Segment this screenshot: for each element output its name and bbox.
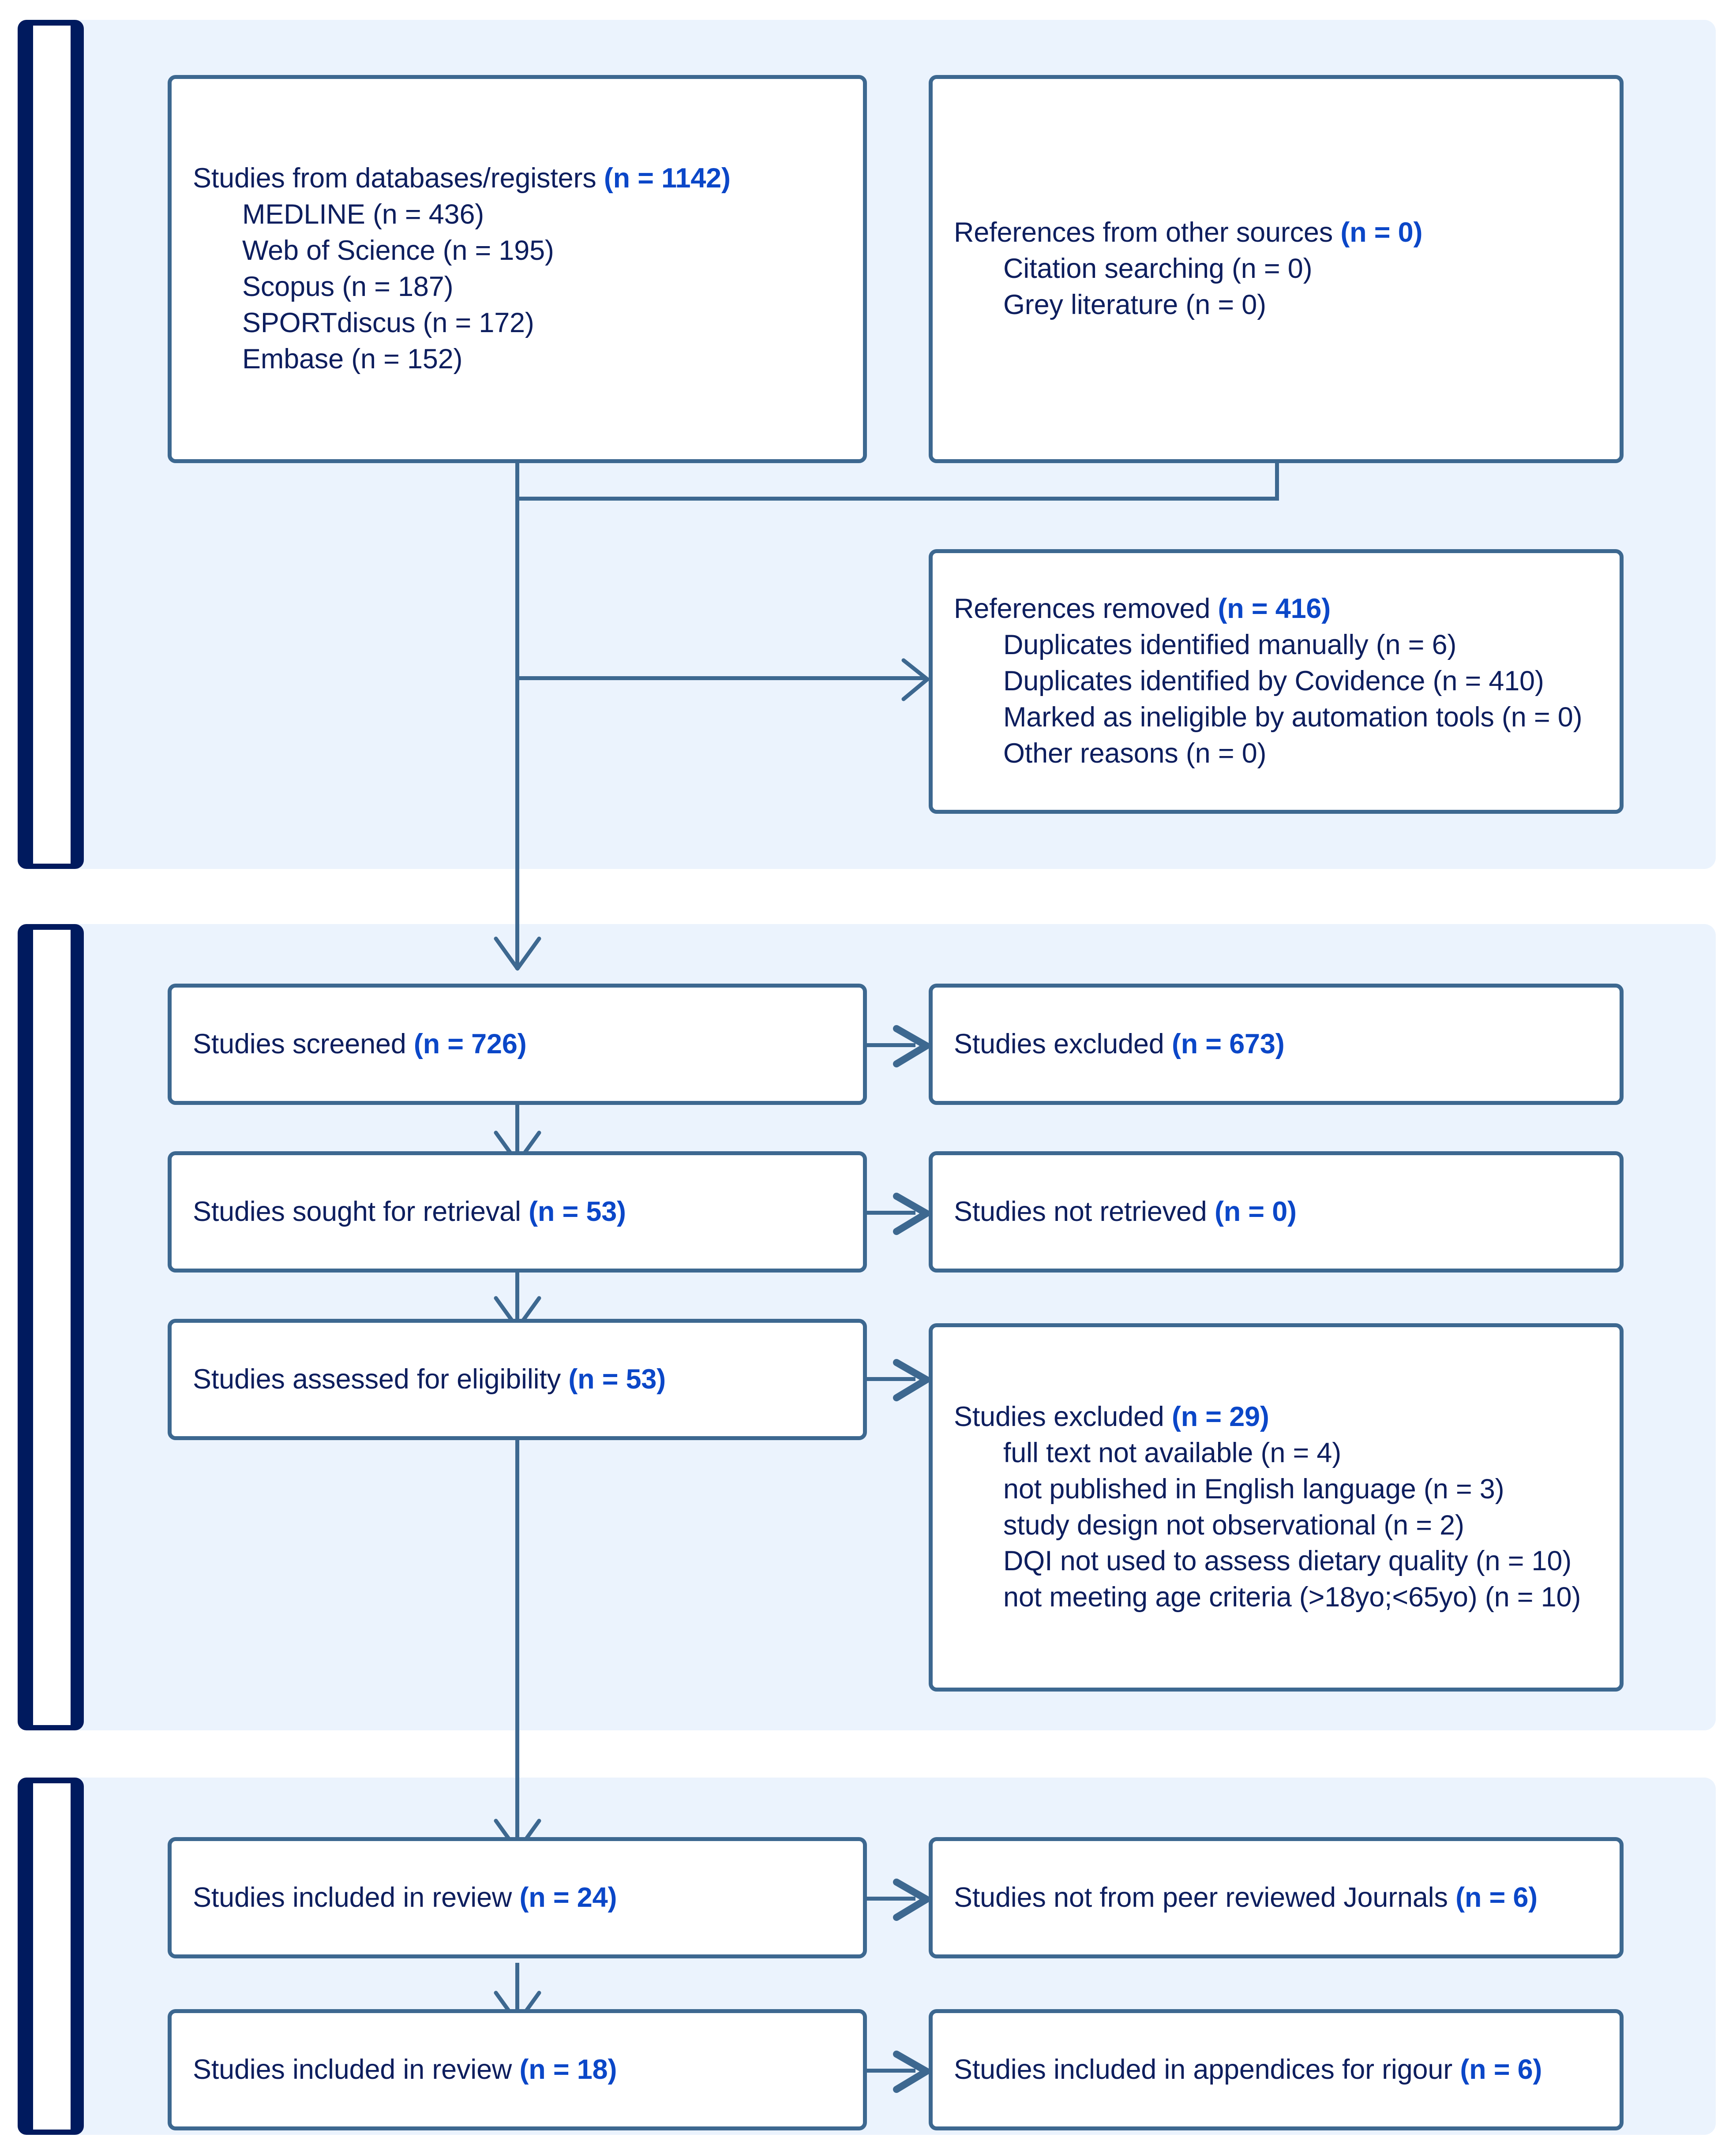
box-studies-excluded-screening[interactable]: Studies excluded (n = 673) xyxy=(929,984,1624,1105)
box-other-sources-count: (n = 0) xyxy=(1340,217,1423,248)
box-studies-excluded-screening-text: Studies excluded (n = 673) xyxy=(933,1026,1620,1063)
box-assessed-for-eligibility-count: (n = 53) xyxy=(568,1363,666,1395)
box-studies-excluded-eligibility-header: Studies excluded xyxy=(954,1401,1172,1432)
list-item: full text not available (n = 4) xyxy=(1003,1437,1341,1468)
box-included-appendices[interactable]: Studies included in appendices for rigou… xyxy=(929,2009,1624,2130)
list-item: Grey literature (n = 0) xyxy=(1003,289,1266,320)
box-studies-not-retrieved-count: (n = 0) xyxy=(1214,1196,1297,1227)
box-studies-excluded-screening-header: Studies excluded xyxy=(954,1028,1172,1059)
sidebar-screening xyxy=(18,924,84,1730)
sidebar-included xyxy=(18,1778,84,2135)
box-included-in-review-24-header: Studies included in review xyxy=(193,1882,520,1913)
box-included-in-review-24-text: Studies included in review (n = 24) xyxy=(172,1880,863,1916)
arrowhead-not-peer-reviewed xyxy=(893,1879,930,1921)
box-included-in-review-24[interactable]: Studies included in review (n = 24) xyxy=(168,1837,867,1958)
arrowhead-studies-excluded-full xyxy=(893,1359,930,1401)
connector-other-sources-down xyxy=(1275,462,1279,500)
list-item: Web of Science (n = 195) xyxy=(242,235,554,266)
box-studies-screened-text: Studies screened (n = 726) xyxy=(172,1026,863,1063)
connector-sought-to-assessed xyxy=(515,1270,519,1323)
box-studies-excluded-eligibility[interactable]: Studies excluded (n = 29) full text not … xyxy=(929,1323,1624,1692)
list-item: SPORTdiscus (n = 172) xyxy=(242,307,534,338)
list-item: MEDLINE (n = 436) xyxy=(242,199,484,230)
list-item: Other reasons (n = 0) xyxy=(1003,737,1267,769)
box-studies-not-retrieved-text: Studies not retrieved (n = 0) xyxy=(933,1194,1620,1230)
box-studies-not-retrieved-header: Studies not retrieved xyxy=(954,1196,1215,1227)
sidebar-included-label xyxy=(33,1783,71,2130)
box-databases-registers-count: (n = 1142) xyxy=(604,163,731,194)
arrowhead-studies-excluded-screen xyxy=(893,1025,930,1067)
box-included-in-review-18[interactable]: Studies included in review (n = 18) xyxy=(168,2009,867,2130)
list-item: not meeting age criteria (>18yo;<65yo) (… xyxy=(1003,1582,1581,1613)
box-included-in-review-18-text: Studies included in review (n = 18) xyxy=(172,2052,863,2088)
box-included-in-review-18-header: Studies included in review xyxy=(193,2054,520,2085)
list-item: Duplicates identified manually (n = 6) xyxy=(1003,629,1457,661)
box-included-in-review-18-count: (n = 18) xyxy=(519,2054,617,2085)
arrowhead-included-appendices xyxy=(893,2051,930,2093)
box-sought-for-retrieval[interactable]: Studies sought for retrieval (n = 53) xyxy=(168,1151,867,1273)
box-databases-registers[interactable]: Studies from databases/registers (n = 11… xyxy=(168,75,867,463)
connector-assessed-to-excludedfull xyxy=(867,1377,915,1381)
connector-screened-to-sought xyxy=(515,1105,519,1158)
list-item: Embase (n = 152) xyxy=(242,343,463,374)
box-studies-screened-header: Studies screened xyxy=(193,1028,414,1059)
box-assessed-for-eligibility[interactable]: Studies assessed for eligibility (n = 53… xyxy=(168,1319,867,1440)
arrowhead-references-removed xyxy=(901,658,930,701)
connector-screened-to-excluded xyxy=(867,1043,915,1047)
box-studies-excluded-eligibility-count: (n = 29) xyxy=(1171,1401,1269,1432)
box-not-peer-reviewed-text: Studies not from peer reviewed Journals … xyxy=(933,1880,1620,1916)
box-sought-for-retrieval-header: Studies sought for retrieval xyxy=(193,1196,529,1227)
sidebar-screening-label xyxy=(33,930,71,1725)
box-included-appendices-header: Studies included in appendices for rigou… xyxy=(954,2054,1460,2085)
list-item: not published in English language (n = 3… xyxy=(1003,1473,1504,1505)
arrowhead-studies-screened xyxy=(494,936,541,971)
box-references-removed[interactable]: References removed (n = 416) Duplicates … xyxy=(929,549,1624,814)
box-references-removed-count: (n = 416) xyxy=(1218,593,1331,625)
box-not-peer-reviewed[interactable]: Studies not from peer reviewed Journals … xyxy=(929,1837,1624,1958)
connector-included18-to-appendices xyxy=(867,2069,915,2073)
box-included-in-review-24-count: (n = 24) xyxy=(519,1882,617,1913)
connector-databases-down xyxy=(515,462,519,500)
box-studies-excluded-eligibility-text: Studies excluded (n = 29) full text not … xyxy=(933,1399,1602,1616)
list-item: Scopus (n = 187) xyxy=(242,271,454,302)
box-references-removed-text: References removed (n = 416) Duplicates … xyxy=(933,591,1603,771)
box-other-sources-header: References from other sources xyxy=(954,217,1341,248)
box-assessed-for-eligibility-header: Studies assessed for eligibility xyxy=(193,1363,569,1395)
connector-main-trunk xyxy=(515,497,519,969)
box-included-appendices-count: (n = 6) xyxy=(1460,2054,1542,2085)
box-not-peer-reviewed-header: Studies not from peer reviewed Journals xyxy=(954,1882,1456,1913)
box-studies-not-retrieved[interactable]: Studies not retrieved (n = 0) xyxy=(929,1151,1624,1273)
list-item: Duplicates identified by Covidence (n = … xyxy=(1003,666,1544,697)
arrowhead-studies-not-retrieved xyxy=(893,1193,930,1235)
box-references-removed-header: References removed xyxy=(954,593,1218,625)
box-databases-registers-header: Studies from databases/registers xyxy=(193,163,604,194)
box-sought-for-retrieval-count: (n = 53) xyxy=(529,1196,626,1227)
box-assessed-for-eligibility-text: Studies assessed for eligibility (n = 53… xyxy=(172,1362,863,1398)
connector-included24-to-included18 xyxy=(515,1963,519,2020)
box-other-sources-text: References from other sources (n = 0) Ci… xyxy=(933,215,1444,323)
list-item: Marked as ineligible by automation tools… xyxy=(1003,701,1583,733)
connector-junction-bar xyxy=(515,497,1279,501)
box-not-peer-reviewed-count: (n = 6) xyxy=(1455,1882,1538,1913)
box-studies-screened-count: (n = 726) xyxy=(413,1028,527,1059)
list-item: Citation searching (n = 0) xyxy=(1003,253,1313,284)
list-item: study design not observational (n = 2) xyxy=(1003,1509,1464,1541)
connector-sought-to-notretrieved xyxy=(867,1211,915,1215)
list-item: DQI not used to assess dietary quality (… xyxy=(1003,1546,1572,1577)
box-studies-excluded-screening-count: (n = 673) xyxy=(1171,1028,1285,1059)
box-other-sources[interactable]: References from other sources (n = 0) Ci… xyxy=(929,75,1624,463)
box-included-appendices-text: Studies included in appendices for rigou… xyxy=(933,2052,1620,2088)
box-studies-screened[interactable]: Studies screened (n = 726) xyxy=(168,984,867,1105)
connector-assessed-to-included xyxy=(515,1438,519,1861)
sidebar-identification-label xyxy=(33,26,71,864)
box-sought-for-retrieval-text: Studies sought for retrieval (n = 53) xyxy=(172,1194,863,1230)
sidebar-identification xyxy=(18,20,84,869)
box-databases-registers-text: Studies from databases/registers (n = 11… xyxy=(172,161,752,377)
connector-to-references-removed xyxy=(515,676,926,680)
connector-included24-to-notpeer xyxy=(867,1897,915,1901)
